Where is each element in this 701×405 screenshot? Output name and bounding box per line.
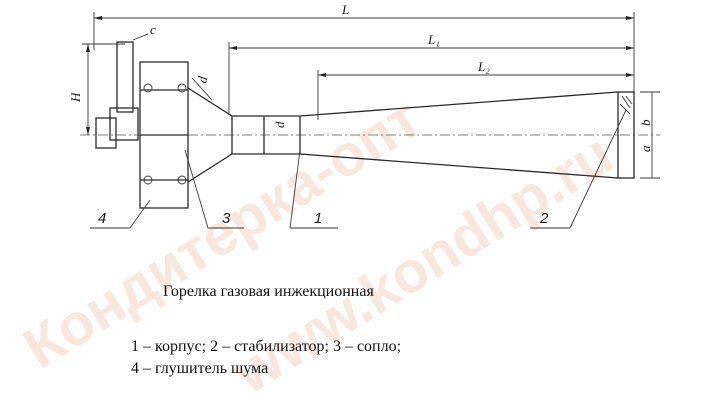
dim-label-L1: L₁ [427,32,440,47]
dim-label-b: b [638,119,653,126]
dim-label-a: a [638,145,653,152]
callout-label-4: 4 [98,210,106,227]
callout-label-1: 1 [314,210,322,227]
dim-label-L: L [341,2,349,17]
dimension-L1: L₁ [228,32,634,115]
callout-2: 2 [530,109,627,229]
watermark-text-1: Кондитерка-опт [12,85,431,381]
dim-label-c: c [150,22,156,37]
watermark: Кондитерка-опт www.kondhp.ru [12,85,624,405]
dimension-L2: L₂ [317,59,634,120]
legend-line-1: 1 – корпус; 2 – стабилизатор; 3 – сопло; [131,338,402,355]
stabilizer [617,91,635,179]
burner-body: d [187,87,619,183]
callout-label-2: 2 [539,210,549,227]
callout-4: 4 [90,199,151,229]
gas-inlet: c [95,22,156,149]
dim-label-d: d [194,75,210,84]
silencer [139,61,189,209]
legend-line-2: 4 – глушитель шума [131,360,269,377]
figure-title: Горелка газовая инжекционная [163,283,374,300]
dimension-a-b: a b [638,91,660,179]
callout-label-3: 3 [222,210,231,227]
dim-label-d1: d [272,121,287,128]
callout-3: 3 [184,149,244,229]
dimension-d: d [191,75,213,101]
callout-1: 1 [289,149,338,229]
dimension-H: H [68,43,125,135]
dim-label-L2: L₂ [477,59,490,74]
dimension-L: L [93,2,635,95]
dim-label-H: H [68,92,83,103]
